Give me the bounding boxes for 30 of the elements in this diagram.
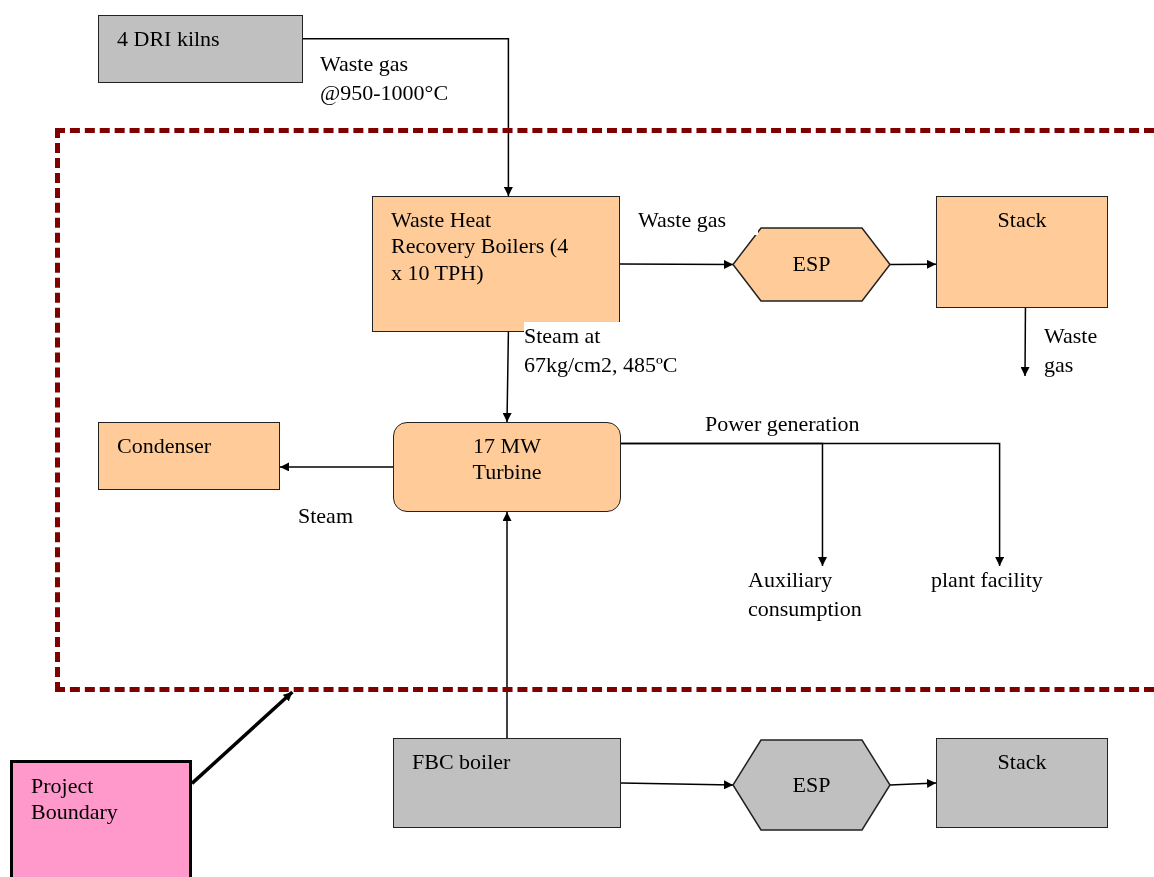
node-label: Project Boundary	[31, 773, 119, 826]
node-label: Stack	[997, 749, 1047, 776]
process-box	[936, 196, 1108, 308]
arrow	[502, 331, 512, 423]
node-label: 17 MW Turbine	[471, 433, 543, 486]
node-label: Condenser	[117, 433, 212, 460]
arrow	[190, 690, 294, 785]
node-label: Stack	[997, 207, 1047, 234]
arrow	[619, 259, 734, 269]
process-box	[936, 738, 1108, 828]
arrow	[279, 462, 394, 472]
arrow	[620, 442, 1005, 567]
arrow	[502, 511, 512, 739]
node-label: Waste Heat Recovery Boilers (4 x 10 TPH)	[391, 207, 569, 287]
node-label: FBC boiler	[412, 749, 511, 776]
process-box	[98, 422, 280, 490]
arrow	[889, 259, 937, 269]
legend-box	[10, 760, 192, 877]
arrow	[620, 780, 734, 790]
arrow	[1020, 307, 1030, 377]
node-label: ESP	[792, 771, 831, 799]
node-label: ESP	[792, 251, 831, 278]
arrow	[889, 778, 937, 788]
process-box	[98, 15, 303, 83]
arrow	[302, 38, 513, 197]
process-box	[393, 422, 621, 512]
text-label: plant facility	[931, 566, 1071, 632]
text-label: Auxiliary consumption	[748, 566, 900, 632]
process-box	[393, 738, 621, 828]
node-label: 4 DRI kilns	[117, 26, 220, 53]
